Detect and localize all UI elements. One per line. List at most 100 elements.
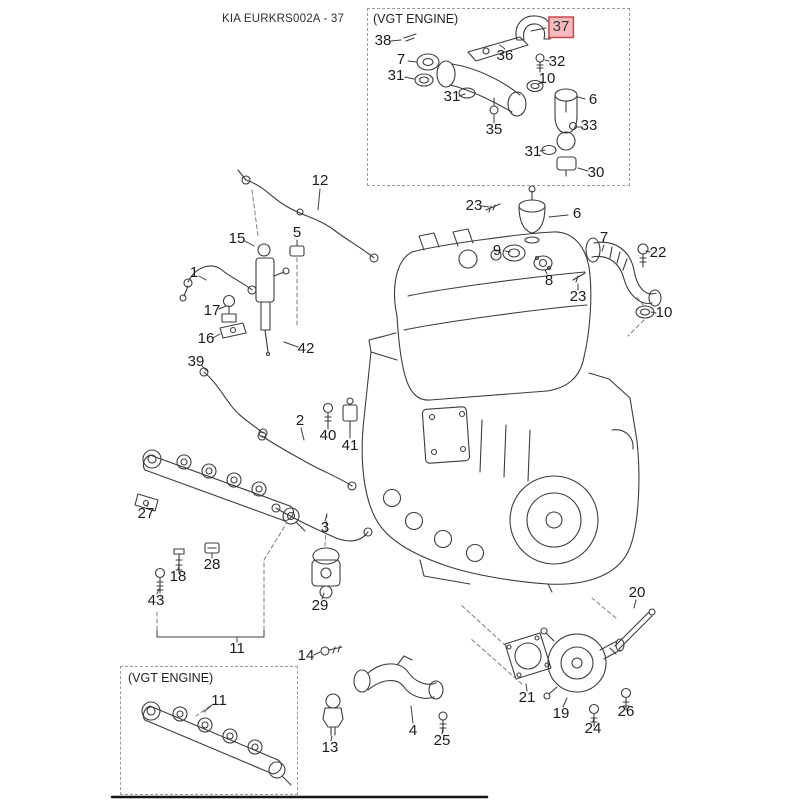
leader-line-3 (324, 513, 328, 522)
leader-line-7 (407, 60, 418, 63)
injector-clamp-drawing (289, 245, 305, 257)
part-callout-3[interactable]: 3 (320, 518, 330, 536)
leader-line-37 (530, 27, 547, 32)
part-callout-13[interactable]: 13 (321, 738, 339, 756)
part-callout-23[interactable]: 23 (569, 287, 587, 305)
leader-line-16 (212, 333, 221, 339)
vgt-engine-inset-top (367, 8, 630, 186)
leader-line-2 (300, 427, 305, 441)
leader-line-20 (633, 599, 637, 609)
leader-line-32 (544, 59, 550, 62)
part-callout-25[interactable]: 25 (433, 731, 451, 749)
leader-line-42 (283, 341, 299, 348)
thermostat-29-drawing (311, 547, 341, 599)
part-callout-10[interactable]: 10 (538, 69, 556, 87)
pipe-4-drawing (353, 655, 444, 700)
part-callout-7[interactable]: 7 (396, 50, 406, 68)
leader-line-9 (504, 250, 511, 253)
leader-line-30 (577, 167, 589, 172)
part-callout-31[interactable]: 31 (387, 66, 405, 84)
part-callout-8[interactable]: 8 (544, 271, 554, 289)
part-callout-7[interactable]: 7 (599, 228, 609, 246)
leader-line-31 (404, 76, 415, 80)
bolt-43-drawing (154, 567, 166, 594)
diagram-title: KIA EURKRS002A - 37 (222, 13, 345, 25)
leader-line-4 (410, 705, 414, 724)
leader-lines (146, 27, 657, 742)
part-callout-14[interactable]: 14 (297, 646, 315, 664)
pipe-clamp-17-drawing (221, 294, 237, 323)
injector-drawing (255, 243, 290, 357)
part-callout-42[interactable]: 42 (297, 339, 315, 357)
fuel-line-39-drawing (199, 367, 268, 438)
part-callout-17[interactable]: 17 (203, 301, 221, 319)
part-callout-1[interactable]: 1 (189, 263, 199, 281)
part-callout-30[interactable]: 30 (587, 163, 605, 181)
part-callout-4[interactable]: 4 (408, 721, 418, 739)
egr-valve-right-drawing (485, 185, 662, 319)
part-callout-11[interactable]: 11 (211, 691, 227, 709)
leader-line-10 (650, 311, 657, 314)
part-callout-43[interactable]: 43 (147, 591, 165, 609)
part-callout-28[interactable]: 28 (203, 555, 221, 573)
leader-line-15 (244, 240, 255, 247)
part-callout-41[interactable]: 41 (341, 436, 359, 454)
bracket-lines (156, 629, 265, 638)
fuel-rail-drawing (134, 449, 306, 532)
part-callout-24[interactable]: 24 (584, 719, 602, 737)
leader-line-11 (203, 704, 213, 713)
bolt-14-drawing (320, 645, 343, 656)
fuel-line-2-drawing (257, 431, 357, 491)
part-callout-5[interactable]: 5 (292, 223, 302, 241)
part-callout-40[interactable]: 40 (319, 426, 337, 444)
leader-line-6 (577, 96, 586, 100)
part-callout-27[interactable]: 27 (137, 504, 155, 522)
leader-line-19 (562, 697, 568, 708)
part-callout-18[interactable]: 18 (169, 567, 187, 585)
part-callout-15[interactable]: 15 (228, 229, 246, 247)
part-callout-35[interactable]: 35 (485, 120, 503, 138)
leader-line-24 (592, 716, 595, 723)
part-callout-20[interactable]: 20 (628, 583, 646, 601)
part-callout-37-highlighted[interactable]: 37 (549, 17, 573, 37)
part-callout-6[interactable]: 6 (588, 90, 598, 108)
part-callout-6[interactable]: 6 (572, 204, 582, 222)
part-callout-16[interactable]: 16 (197, 329, 215, 347)
leader-line-17 (218, 305, 227, 310)
clip-28-drawing (204, 542, 220, 554)
leader-line-29 (321, 592, 325, 600)
part-callout-21[interactable]: 21 (518, 688, 536, 706)
part-callout-32[interactable]: 32 (548, 52, 566, 70)
part-callout-36[interactable]: 36 (496, 46, 514, 64)
part-callout-12[interactable]: 12 (311, 171, 329, 189)
vacuum-pump-drawing (504, 627, 625, 700)
part-callout-29[interactable]: 29 (311, 596, 329, 614)
part-callout-11[interactable]: 11 (229, 639, 245, 657)
part-callout-19[interactable]: 19 (552, 704, 570, 722)
leader-line-39 (201, 365, 209, 373)
leader-line-31 (539, 149, 546, 152)
leader-line-8 (544, 269, 548, 275)
part-callout-22[interactable]: 22 (649, 243, 667, 261)
leader-line-31 (458, 93, 466, 97)
leader-line-7 (601, 244, 605, 252)
leader-line-13 (330, 735, 333, 742)
part-callout-31[interactable]: 31 (443, 87, 461, 105)
vgt-engine-inset-bottom-label: (VGT ENGINE) (128, 671, 214, 685)
part-callout-38[interactable]: 38 (374, 31, 392, 49)
part-callout-33[interactable]: 33 (580, 116, 598, 134)
part-callout-23[interactable]: 23 (465, 196, 483, 214)
leader-line-12 (317, 188, 321, 211)
vgt-engine-inset-bottom (120, 666, 298, 795)
part-callout-26[interactable]: 26 (617, 702, 635, 720)
part-callout-2[interactable]: 2 (295, 411, 305, 429)
leader-line-38 (390, 39, 402, 42)
leader-line-10 (537, 81, 544, 85)
part-callout-10[interactable]: 10 (655, 303, 673, 321)
part-callout-31[interactable]: 31 (524, 142, 542, 160)
leader-line-25 (441, 726, 444, 735)
part-callout-39[interactable]: 39 (187, 352, 205, 370)
part-callout-9[interactable]: 9 (492, 241, 502, 259)
bracket-16-drawing (219, 322, 247, 339)
vgt-engine-inset-top-label: (VGT ENGINE) (373, 12, 459, 26)
